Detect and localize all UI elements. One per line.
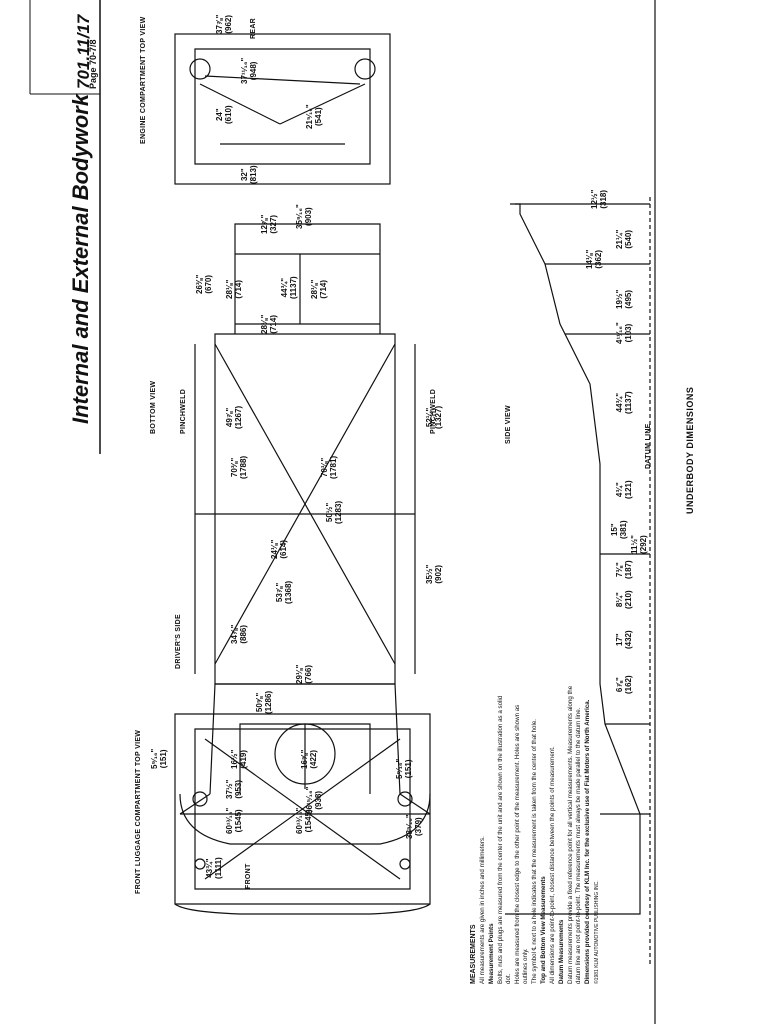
dim-label: 37⅞"(962) xyxy=(215,14,233,34)
dim-label: 37½"(953) xyxy=(225,779,243,799)
dim-label: 70⅛"(1781) xyxy=(320,455,338,479)
dim-label: 11½"(292) xyxy=(630,535,648,554)
dim-label: 35⁹⁄₁₆"(903) xyxy=(295,204,313,229)
notes-dm-head: Datum Measurements xyxy=(558,919,565,984)
dim-label: 12½"(318) xyxy=(590,189,608,209)
dim-label: 28⅛"(714) xyxy=(225,279,243,299)
dim-label: 4¹¹⁄₁₆"(103) xyxy=(615,322,633,344)
notes-mp-text2: Holes are measured from the closest edge… xyxy=(514,704,529,984)
underbody-dimensions-title: UNDERBODY DIMENSIONS xyxy=(685,386,695,514)
bottom-view-diagram xyxy=(179,223,431,845)
dim-label: 7⅜"(187) xyxy=(615,560,633,579)
dim-label: 21⁵⁄₁₆"(541) xyxy=(305,104,323,129)
rear-label: REAR xyxy=(250,17,257,39)
dim-label: 38⁵⁄₁₆"(379) xyxy=(405,814,423,839)
dim-label: 4¾"(121) xyxy=(615,480,633,499)
notes-mp-text1: Bolts, nuts and plugs are measured from … xyxy=(497,695,512,984)
engine-compartment-diagram xyxy=(174,33,391,185)
dim-label: 70⅜"(1788) xyxy=(230,455,248,479)
notes-title: MEASUREMENTS xyxy=(470,924,477,984)
notes-mp-text3: The symbol ℄ next to a hole indicates th… xyxy=(531,718,538,984)
notes-tb-text: All dimensions are point-to-point, close… xyxy=(549,746,556,984)
dim-label: 32"(813) xyxy=(240,165,258,184)
bottom-view-label: BOTTOM VIEW xyxy=(150,380,157,434)
dim-label: 50½"(1283) xyxy=(325,500,343,524)
front-luggage-label: FRONT LUGGAGE COMPARTMENT TOP VIEW xyxy=(135,729,142,894)
dim-label: 34⅞"(886) xyxy=(230,624,248,644)
dim-label: 53⅞"(1368) xyxy=(275,580,293,604)
dim-label: 44¾"(1137) xyxy=(280,276,298,299)
front-luggage-diagram xyxy=(174,713,431,915)
side-view-diagram xyxy=(505,194,651,964)
dim-label: 6⅞"(162) xyxy=(615,675,633,694)
dim-label: 28⅛"(714) xyxy=(310,279,328,299)
dim-label: 52¼"(1327) xyxy=(425,405,443,429)
engine-compartment-label: ENGINE COMPARTMENT TOP VIEW xyxy=(140,16,147,145)
notes-dm-text: Datum measurements provide a fixed refer… xyxy=(567,685,582,984)
side-view-label: SIDE VIEW xyxy=(505,405,512,444)
dim-label: 37¹¹⁄₁₆"(948) xyxy=(240,57,258,84)
dim-label: 12⅞"(327) xyxy=(260,214,278,234)
notes-mp-head: Measurement Points xyxy=(488,923,495,984)
dim-label: 16½"(419) xyxy=(230,749,248,769)
front-label: FRONT xyxy=(245,863,252,889)
dim-label: 44¾"(1137) xyxy=(615,391,633,414)
notes-copyright: ©1981 KLM AUTOMOTIVE PUBLISHING INC. xyxy=(594,880,600,984)
notes-intro: All measurements are given in inches and… xyxy=(479,836,486,984)
dim-label: 35½"(902) xyxy=(425,564,443,584)
dim-label: 60¹³⁄₁₆"(1545) xyxy=(295,807,313,834)
dim-label: 43¾"(1111) xyxy=(205,857,223,879)
dim-label: 21¼"(540) xyxy=(615,229,633,249)
datum-line-label: DATUM LINE xyxy=(645,423,652,469)
dim-label: 16⅝"(422) xyxy=(300,749,318,769)
dim-label: 29⅛"(766) xyxy=(295,664,313,684)
dim-label: 8¼"(210) xyxy=(615,590,633,609)
dim-label: 26⅜"(670) xyxy=(195,274,213,294)
dim-label: 17"(432) xyxy=(615,630,633,649)
dim-label: 14⅛"(362) xyxy=(585,249,603,269)
dim-label: 5⁹⁄₁₆"(151) xyxy=(150,748,168,769)
pinchweld-label-top: PINCHWELD xyxy=(180,388,187,434)
dim-label: 60¹³⁄₁₆"(1545) xyxy=(225,807,243,834)
dim-label: 15"(381) xyxy=(610,520,628,539)
dim-label: 49⅞"(1267) xyxy=(225,405,243,429)
dim-label: 24⅛"(614) xyxy=(270,539,288,559)
measurements-notes: MEASUREMENTS All measurements are given … xyxy=(470,684,602,984)
dim-label: 24"(610) xyxy=(215,105,233,124)
notes-tb-head: Top and Bottom View Measurements xyxy=(540,876,547,984)
dim-label: 50⅝"(1286) xyxy=(255,690,273,714)
notes-credit: Dimensions provided courtesy of KLM Inc.… xyxy=(584,699,591,984)
drivers-side-label: DRIVER'S SIDE xyxy=(175,614,182,669)
dim-label: 5⁹⁄₁₆"(151) xyxy=(395,758,413,779)
dim-label: 28⅛"(714) xyxy=(260,314,278,334)
dim-label: 19½"(495) xyxy=(615,289,633,309)
